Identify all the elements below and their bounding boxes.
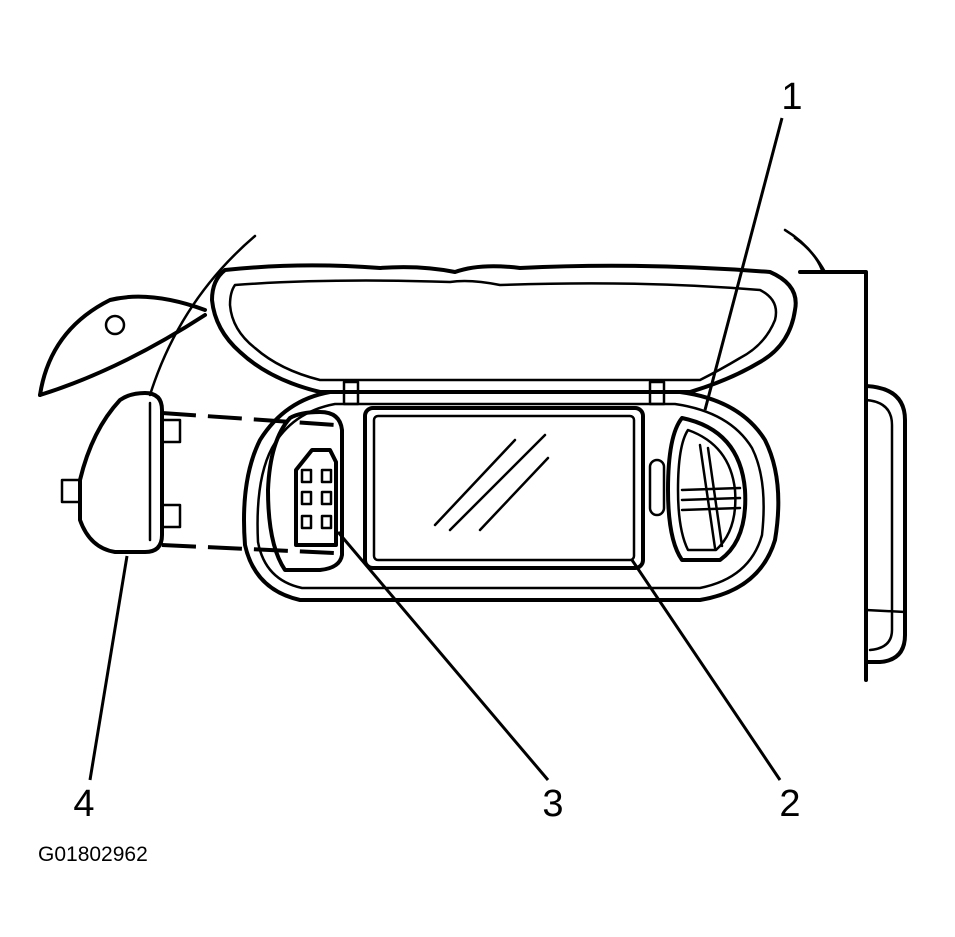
vanity-mirror <box>363 406 645 570</box>
leader-line-3 <box>336 531 550 781</box>
lamp-socket-left <box>266 410 344 572</box>
leader-line-1 <box>703 117 784 411</box>
leader-lines <box>88 117 784 781</box>
lamp-lens-right <box>666 416 748 562</box>
leader-line-2 <box>630 559 782 781</box>
visor-upper-frame <box>210 263 798 394</box>
lamp-lens-cover <box>60 391 182 554</box>
callout-2: 2 <box>779 783 801 825</box>
leader-line-4 <box>88 555 129 781</box>
vehicle-background <box>38 228 907 682</box>
visor-panel <box>242 380 781 602</box>
figure-id: G01802962 <box>38 843 148 866</box>
callout-3: 3 <box>542 783 564 825</box>
callout-1: 1 <box>781 76 803 118</box>
alignment-lines <box>161 411 336 555</box>
callout-4: 4 <box>73 783 95 825</box>
